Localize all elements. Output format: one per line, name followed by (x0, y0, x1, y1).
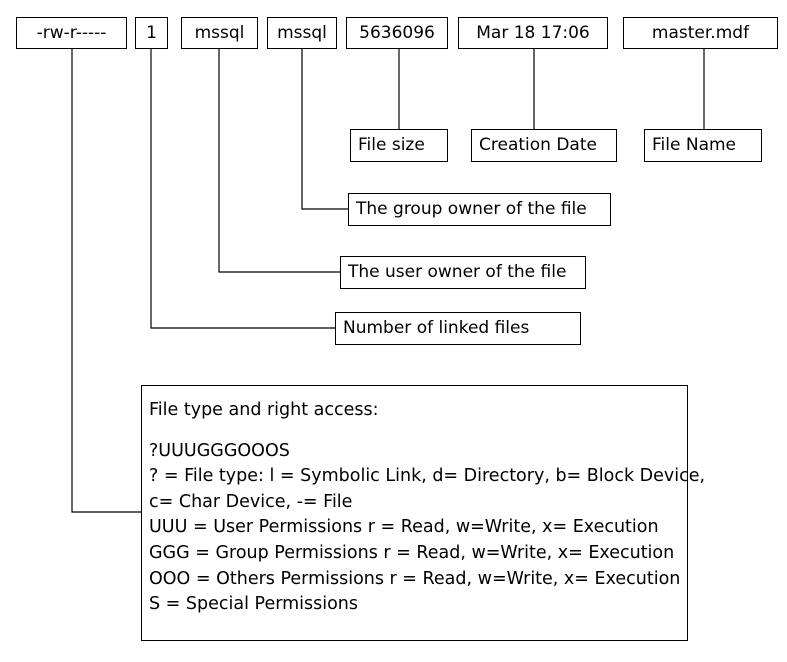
connector-group-owner (301, 49, 348, 210)
connector-link-count (150, 49, 335, 329)
label-link-count-text: Number of linked files (343, 318, 530, 338)
field-user-owner: mssql (181, 17, 258, 49)
label-group-owner-text: The group owner of the file (356, 199, 587, 219)
label-file-size: File size (350, 129, 448, 162)
field-user-owner-text: mssql (194, 22, 245, 43)
field-group-owner: mssql (267, 17, 337, 49)
description-line: GGG = Group Permissions r = Read, w=Writ… (149, 542, 675, 563)
description-line: ? = File type: l = Symbolic Link, d= Dir… (149, 466, 706, 487)
field-creation-date-text: Mar 18 17:06 (476, 22, 590, 43)
description-line: UUU = User Permissions r = Read, w=Write… (149, 517, 659, 538)
field-file-size-text: 5636096 (359, 22, 435, 43)
field-file-name-text: master.mdf (651, 22, 750, 43)
field-group-owner-text: mssql (277, 22, 327, 43)
description-title: File type and right access: (149, 400, 379, 420)
field-file-size: 5636096 (346, 17, 448, 49)
label-file-name: File Name (644, 129, 762, 162)
field-link-count: 1 (135, 17, 168, 49)
label-group-owner: The group owner of the file (348, 193, 611, 226)
connector-permissions (71, 49, 141, 513)
label-creation-date: Creation Date (471, 129, 617, 162)
permissions-description-box: File type and right access: ?UUUGGGOOOS … (141, 385, 706, 641)
label-user-owner-text: The user owner of the file (348, 262, 567, 282)
label-creation-date-text: Creation Date (479, 135, 597, 155)
label-file-size-text: File size (358, 135, 425, 155)
field-file-name: master.mdf (623, 17, 778, 49)
description-line: c= Char Device, -= File (149, 491, 353, 512)
description-line: ?UUUGGGOOOS (149, 440, 290, 461)
description-spacer (149, 424, 687, 439)
field-link-count-text: 1 (146, 22, 157, 43)
label-user-owner: The user owner of the file (340, 256, 586, 289)
field-permissions-text: -rw-r----- (36, 22, 107, 43)
connector-user-owner (218, 49, 340, 273)
field-permissions: -rw-r----- (16, 17, 127, 49)
label-link-count: Number of linked files (335, 312, 581, 345)
description-line: S = Special Permissions (149, 594, 359, 615)
description-line: OOO = Others Permissions r = Read, w=Wri… (149, 568, 681, 589)
field-creation-date: Mar 18 17:06 (458, 17, 608, 49)
label-file-name-text: File Name (652, 135, 737, 155)
